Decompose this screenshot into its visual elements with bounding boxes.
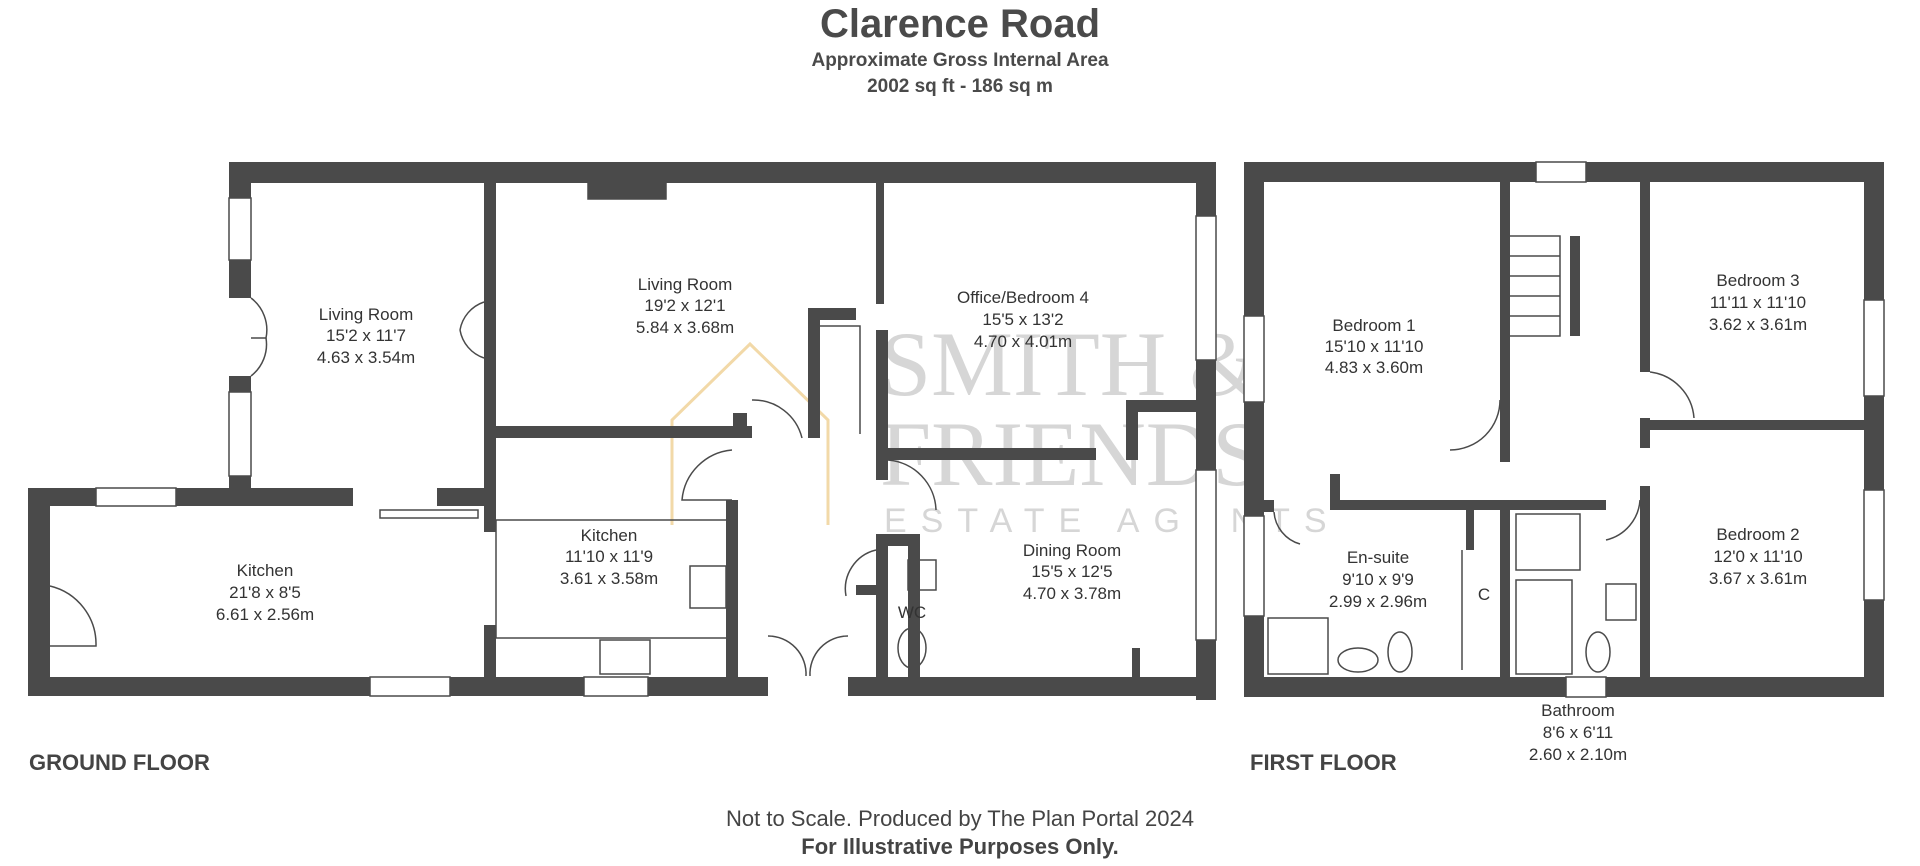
cupboard-name: C: [1478, 585, 1490, 604]
ground-floor-windows: [95, 182, 1217, 697]
bedroom-1-name: Bedroom 1: [1332, 316, 1415, 335]
bathroom-imperial: 8'6 x 6'11: [1543, 723, 1613, 742]
basin: [1337, 647, 1379, 673]
window: [1565, 676, 1607, 698]
disclaimer-line2: For Illustrative Purposes Only.: [801, 834, 1119, 859]
hob: [689, 565, 727, 609]
bedroom3-door: [1649, 371, 1695, 419]
basin: [1605, 583, 1637, 621]
ground-floor-doors: [49, 297, 937, 677]
office-metric: 4.70 x 4.01m: [974, 332, 1072, 351]
en-suite-imperial: 9'10 x 9'9: [1342, 570, 1414, 589]
bedroom-2-metric: 3.67 x 3.61m: [1709, 569, 1807, 588]
wc-basin: [907, 559, 937, 591]
area-label: Approximate Gross Internal Area: [811, 50, 1109, 71]
kitchen-2-imperial: 11'10 x 11'9: [565, 547, 653, 566]
window: [369, 676, 451, 697]
living-room-1-imperial: 15'2 x 11'7: [326, 326, 406, 345]
kitchen-1-imperial: 21'8 x 8'5: [229, 583, 301, 602]
worktop: [495, 519, 729, 639]
bedroom-2-name: Bedroom 2: [1716, 525, 1799, 544]
kitchen-2-metric: 3.61 x 3.58m: [560, 569, 658, 588]
hall-door: [751, 399, 803, 439]
dining-room-name: Dining Room: [1023, 541, 1121, 560]
bedroom1-door: [1449, 399, 1501, 451]
dining-room-imperial: 15'5 x 12'5: [1031, 562, 1112, 581]
living-room-2-name: Living Room: [638, 275, 733, 294]
first-floor-fixtures: [1267, 235, 1695, 675]
dining-door: [887, 459, 937, 511]
french-door-right: [250, 337, 268, 377]
area-value: 2002 sq ft - 186 sq m: [867, 76, 1053, 97]
sink: [599, 639, 651, 675]
living-room-2-metric: 5.84 x 3.68m: [636, 318, 734, 337]
toilet: [1585, 631, 1611, 673]
disclaimer-line1: Not to Scale. Produced by The Plan Porta…: [726, 806, 1194, 831]
first-floor-label: FIRST FLOOR: [1250, 750, 1397, 775]
bath: [1515, 579, 1573, 675]
kitchen-1-name: Kitchen: [237, 561, 294, 580]
bedroom-1-metric: 4.83 x 3.60m: [1325, 358, 1423, 377]
toilet: [1387, 631, 1413, 673]
window: [1535, 161, 1587, 183]
office-imperial: 15'5 x 13'2: [982, 310, 1063, 329]
shower-tray: [1515, 513, 1581, 571]
window: [1863, 299, 1885, 397]
window: [1243, 515, 1265, 617]
bathroom-name: Bathroom: [1541, 701, 1615, 720]
first-floor-windows: [1243, 161, 1885, 698]
watermark-house-outline: [670, 341, 830, 525]
en-suite-metric: 2.99 x 2.96m: [1329, 592, 1427, 611]
bedroom-3-metric: 3.62 x 3.61m: [1709, 315, 1807, 334]
french-door-left: [250, 297, 268, 339]
window: [1195, 215, 1217, 361]
wc-name: WC: [898, 603, 926, 622]
window: [583, 676, 649, 697]
living-door-right: [459, 329, 485, 359]
wc-toilet: [897, 627, 927, 669]
living-door-left: [459, 301, 485, 331]
bathroom-door: [1605, 499, 1641, 541]
bedroom-3-imperial: 11'11 x 11'10: [1710, 293, 1806, 312]
bedroom-3-name: Bedroom 3: [1716, 271, 1799, 290]
sliding-door: [379, 509, 479, 519]
bathroom-metric: 2.60 x 2.10m: [1529, 745, 1627, 764]
entrance-door-left: [767, 635, 807, 677]
kitchen-door: [681, 449, 733, 501]
bedroom-1-imperial: 15'10 x 11'10: [1325, 337, 1424, 356]
window: [228, 197, 252, 261]
living-room-1-name: Living Room: [319, 305, 414, 324]
stairs: [818, 325, 861, 434]
living-room-2-imperial: 19'2 x 12'1: [644, 296, 725, 315]
ground-floor-label: GROUND FLOOR: [29, 750, 210, 775]
dining-room-metric: 4.70 x 3.78m: [1023, 584, 1121, 603]
first-floor-walls: [1244, 162, 1884, 697]
entrance-door-right: [809, 635, 849, 677]
wc-door: [844, 549, 877, 597]
window: [1243, 315, 1265, 403]
window: [95, 487, 177, 507]
kitchen-1-metric: 6.61 x 2.56m: [216, 605, 314, 624]
window: [228, 391, 252, 477]
kitchen-2-name: Kitchen: [581, 526, 638, 545]
stairs: [1510, 235, 1561, 337]
bedroom-2-imperial: 12'0 x 11'10: [1713, 547, 1802, 566]
office-name: Office/Bedroom 4: [957, 288, 1089, 307]
shower-tray: [1267, 617, 1329, 675]
en-suite-name: En-suite: [1347, 548, 1409, 567]
front-door-swing: [49, 585, 97, 647]
room-labels: Living Room 15'2 x 11'7 4.63 x 3.54m Liv…: [216, 271, 1807, 764]
ensuite-door: [1273, 511, 1301, 545]
chimney-breast: [587, 182, 667, 200]
living-room-1-metric: 4.63 x 3.54m: [317, 348, 415, 367]
window: [1195, 469, 1217, 641]
window: [1863, 489, 1885, 601]
plan-title: Clarence Road: [819, 2, 1101, 46]
